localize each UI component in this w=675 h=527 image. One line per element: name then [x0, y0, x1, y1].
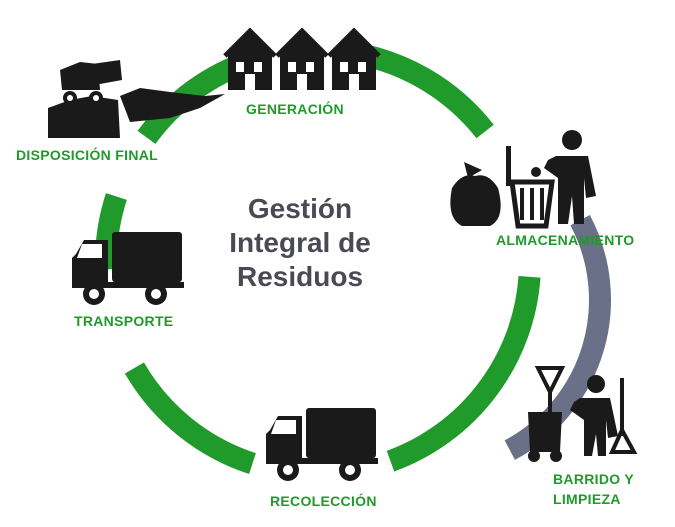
stage-label-recoleccion: RECOLECCIÓN: [270, 493, 377, 509]
title-line: Integral de: [229, 227, 371, 258]
arc-recoleccion-transporte: [124, 362, 257, 475]
person-trash-bag-bin-icon: [450, 130, 596, 229]
arc-almacenamiento-recoleccion: [386, 275, 541, 472]
truck-icon: [72, 232, 184, 305]
houses-icon: [225, 31, 379, 90]
title-line: Residuos: [236, 261, 364, 292]
stage-label-barrido-line1: BARRIDO Y: [553, 471, 635, 487]
diagram-title: Gestión Integral de Residuos: [210, 192, 390, 294]
stage-label-almacenamiento: ALMACENAMIENTO: [496, 232, 635, 248]
stage-label-disposicion: DISPOSICIÓN FINAL: [16, 147, 158, 163]
title-line: Gestión: [247, 193, 353, 224]
landfill-icon: [48, 60, 225, 138]
truck-icon: [266, 408, 378, 481]
stage-label-generacion: GENERACIÓN: [246, 101, 344, 117]
cycle-arcs: [95, 41, 611, 475]
stage-label-barrido-line2: LIMPIEZA: [553, 491, 621, 507]
street-sweeper-icon: [528, 366, 638, 462]
stage-label-transporte: TRANSPORTE: [74, 313, 174, 329]
